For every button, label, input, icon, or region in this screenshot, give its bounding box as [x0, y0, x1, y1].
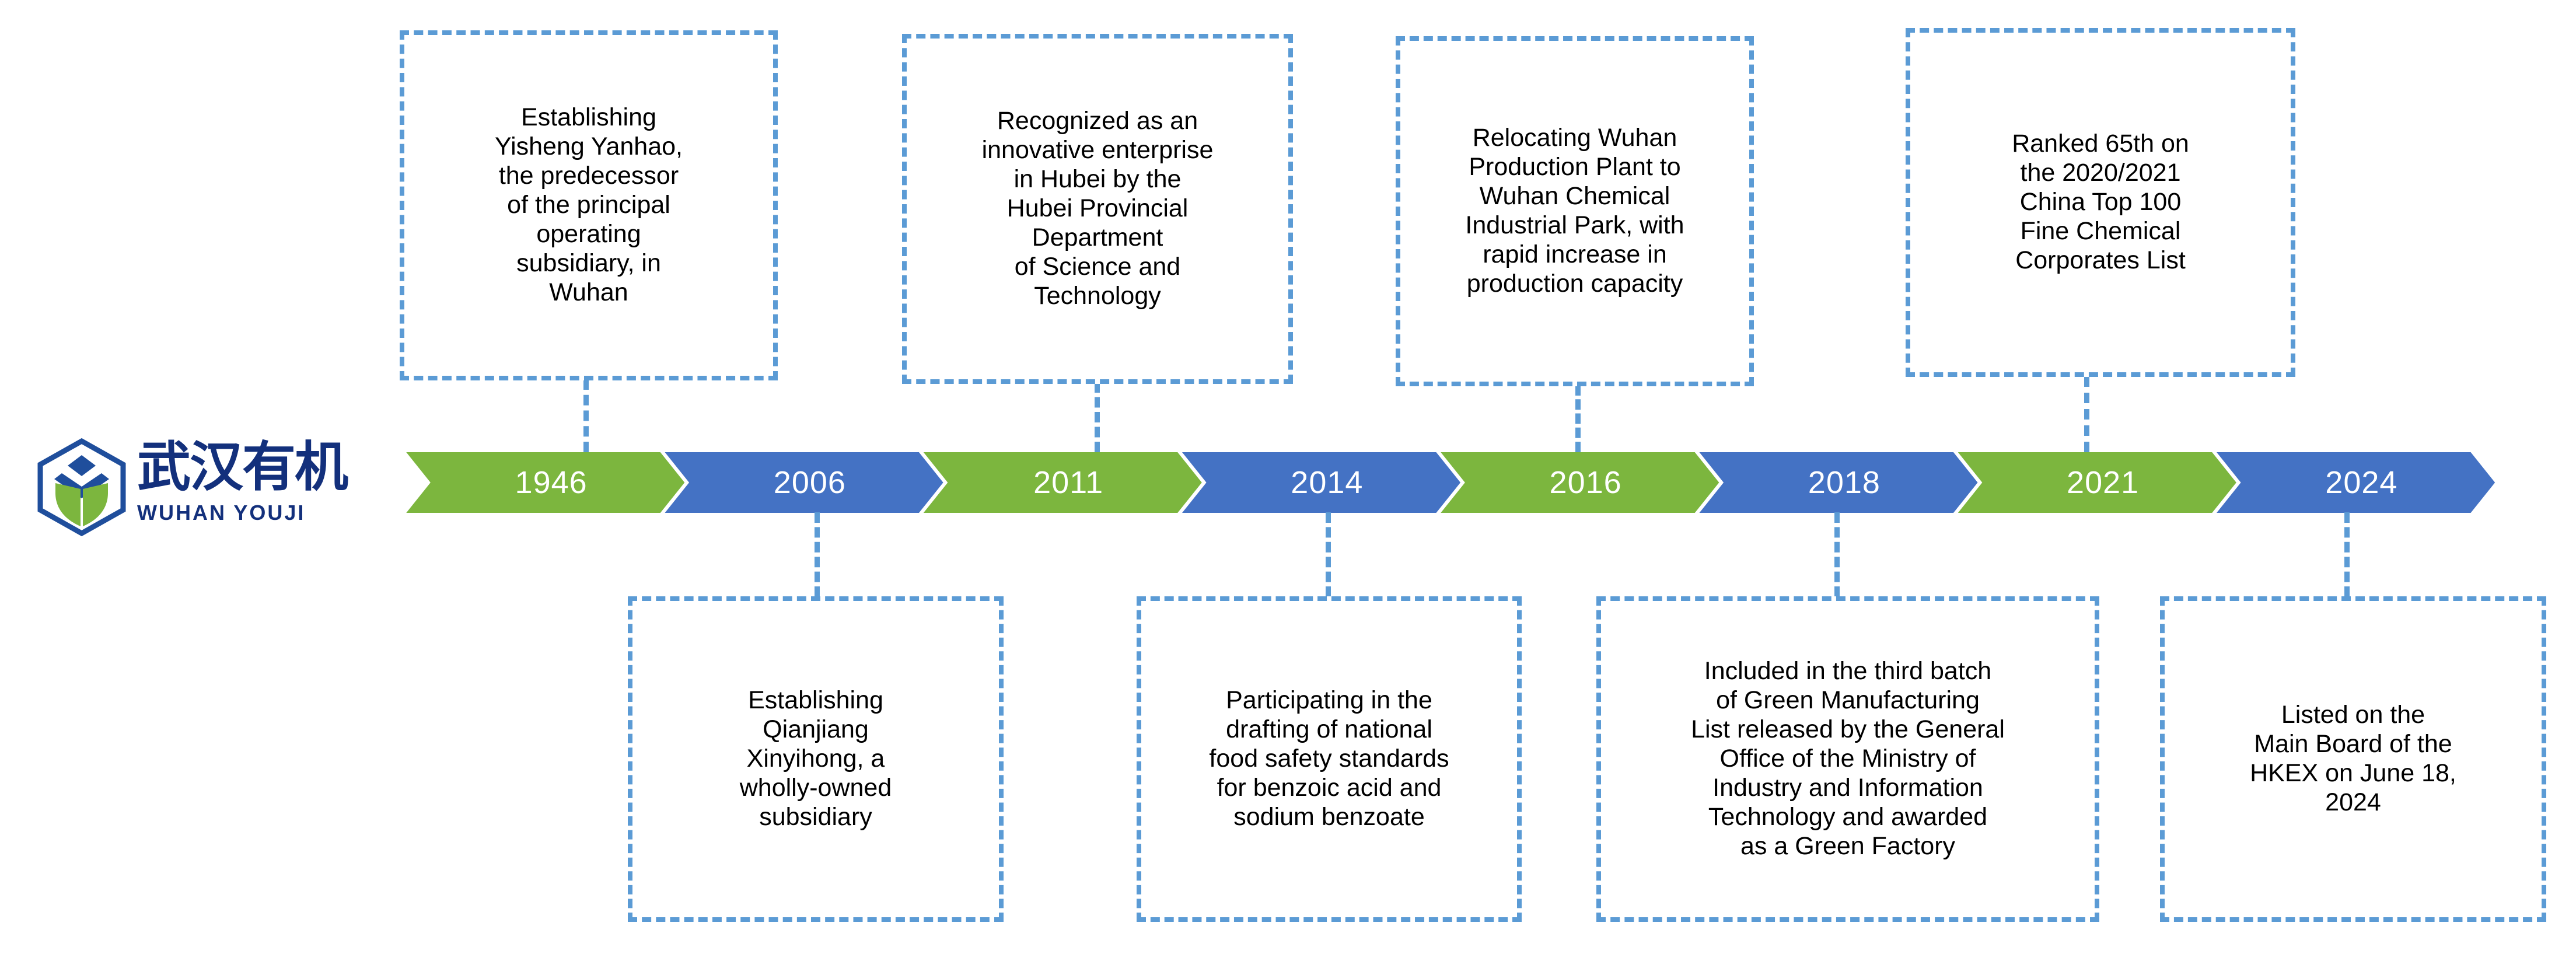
callout-text: Establishing Qianjiang Xinyihong, a whol…: [739, 686, 892, 831]
connector-2006: [815, 512, 820, 597]
connector-2024: [2344, 512, 2350, 597]
timeline-year-2021: 2021: [2067, 465, 2140, 500]
timeline-year-2018: 2018: [1808, 465, 1881, 500]
callout-text: Listed on the Main Board of the HKEX on …: [2250, 701, 2456, 816]
timeline-chevron-2024[interactable]: [2210, 450, 2497, 515]
connector-2021: [2084, 376, 2089, 452]
callout-bottom-2014[interactable]: Participating in the drafting of nationa…: [1137, 596, 1522, 922]
connector-2018: [1834, 512, 1840, 597]
logo-wordmark: 武汉有机 WUHAN YOUJI: [137, 438, 371, 534]
callout-top-2016[interactable]: Relocating Wuhan Production Plant to Wuh…: [1396, 36, 1754, 386]
timeline-year-2016: 2016: [1549, 465, 1622, 500]
timeline-chevron-bar: [403, 450, 2497, 515]
timeline-chevron-2006[interactable]: [659, 450, 948, 515]
connector-2011: [1095, 382, 1100, 452]
callout-top-2021[interactable]: Ranked 65th on the 2020/2021 China Top 1…: [1906, 28, 2295, 377]
callout-bottom-2024[interactable]: Listed on the Main Board of the HKEX on …: [2160, 596, 2546, 922]
timeline-year-2024: 2024: [2325, 465, 2398, 500]
company-logo: 武汉有机 WUHAN YOUJI: [18, 435, 379, 537]
timeline-year-2011: 2011: [1033, 465, 1104, 500]
logo-english-name: WUHAN YOUJI: [137, 501, 306, 525]
timeline-year-1946: 1946: [515, 465, 588, 500]
callout-text: Included in the third batch of Green Man…: [1691, 657, 2005, 860]
callout-top-2011[interactable]: Recognized as an innovative enterprise i…: [902, 34, 1293, 384]
timeline-chevron-2018[interactable]: [1693, 450, 1983, 515]
callout-text: Relocating Wuhan Production Plant to Wuh…: [1465, 124, 1684, 298]
callout-bottom-2018[interactable]: Included in the third batch of Green Man…: [1596, 596, 2099, 922]
timeline-chevron-2021[interactable]: [1952, 450, 2241, 515]
timeline-chevron-2011[interactable]: [917, 450, 1207, 515]
callout-top-1946[interactable]: Establishing Yisheng Yanhao, the predece…: [400, 30, 778, 380]
timeline-year-labels: 1946 2006 2011 2014 2016 2018 2021 2024: [403, 450, 2497, 515]
callout-text: Participating in the drafting of nationa…: [1209, 686, 1449, 831]
callout-bottom-2006[interactable]: Establishing Qianjiang Xinyihong, a whol…: [628, 596, 1004, 922]
timeline-year-2014: 2014: [1291, 465, 1364, 500]
logo-chinese-name: 武汉有机: [137, 436, 348, 498]
connector-2014: [1326, 512, 1331, 597]
connector-1946: [583, 379, 589, 452]
timeline-chevron-1946[interactable]: [403, 450, 690, 515]
timeline-year-2006: 2006: [773, 465, 846, 500]
callout-text: Recognized as an innovative enterprise i…: [981, 107, 1214, 310]
connector-2016: [1575, 385, 1581, 452]
timeline-chevron-2014[interactable]: [1176, 450, 1465, 515]
hexagon-leaf-logo-icon: [35, 438, 128, 537]
callout-text: Establishing Yisheng Yanhao, the predece…: [495, 103, 683, 306]
timeline-chevron-2016[interactable]: [1435, 450, 1724, 515]
callout-text: Ranked 65th on the 2020/2021 China Top 1…: [2012, 130, 2189, 274]
